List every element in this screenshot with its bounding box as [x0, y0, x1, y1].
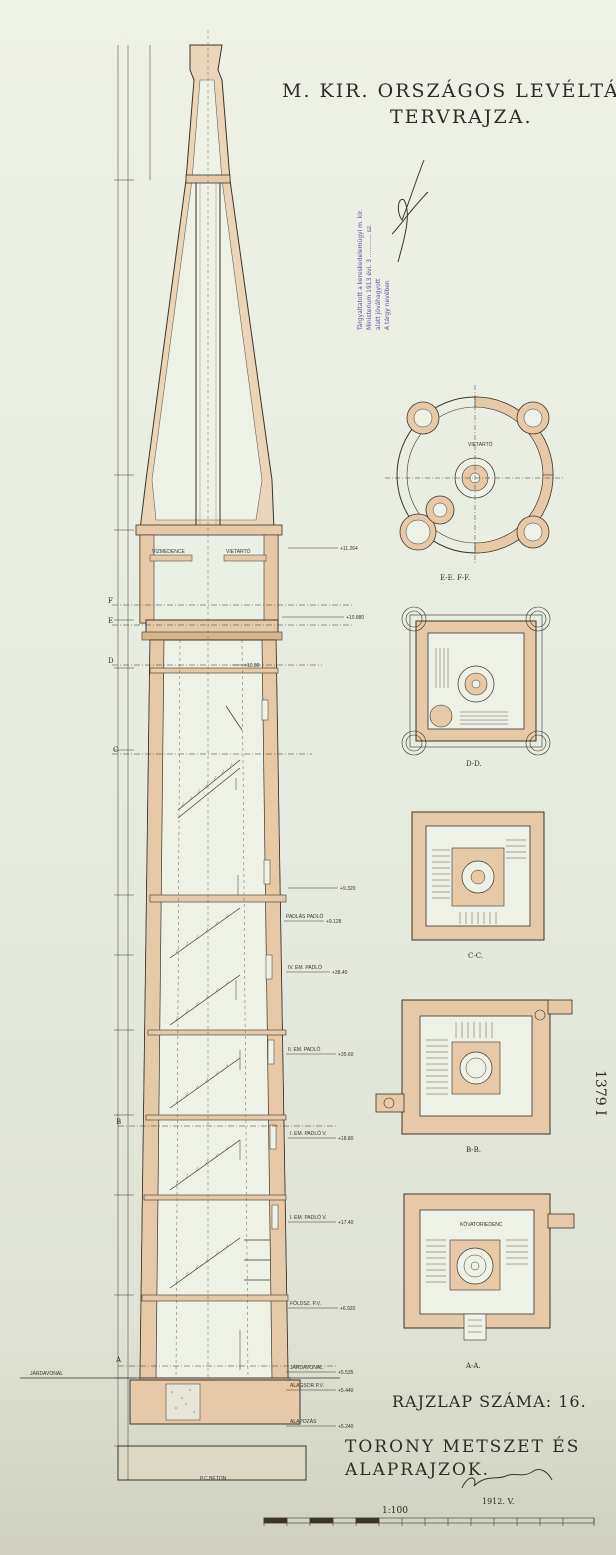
tower-section: VÍZMEDENCE VIETARTÓ	[117, 30, 307, 1482]
level-markers: +11.264 +10.880 +10.80 +9.320 PADLÁS PAD…	[232, 546, 364, 1430]
level-12-name: ALAGSOR P.V.	[290, 1383, 324, 1389]
drawing-title-line2: TERVRAJZA.	[390, 106, 533, 128]
stamp-line3: alatt jóváhagyott	[375, 278, 382, 330]
level-2-value: +10.880	[346, 615, 364, 621]
section-mark-a: A	[115, 1356, 122, 1364]
level-3-value: +10.80	[244, 663, 260, 669]
jardavonal-label: JÁRDAVONAL	[30, 1370, 63, 1377]
vizmedence-label: VÍZMEDENCE	[152, 548, 185, 555]
plan-cc: C-C.	[411, 811, 545, 960]
plan-aa: KÖVATORIEDENC A-A.	[403, 1193, 575, 1370]
plan-ef: VIETARTÓ E-E. F-F.	[385, 385, 565, 582]
section-mark-c: C	[113, 746, 118, 754]
section-mark-b: B	[116, 1118, 121, 1126]
stair-flights	[169, 705, 270, 1289]
level-10-name: FÖLDSZ. P.V.	[290, 1300, 321, 1307]
plan-bb-label: B-B.	[466, 1146, 481, 1154]
level-12-value: +5.440	[338, 1388, 354, 1394]
belfry-storey	[139, 527, 279, 624]
scale-bar	[263, 1517, 595, 1526]
tower-windows	[261, 699, 279, 1230]
beton-label: P.C.BETON	[200, 1476, 227, 1482]
side-stamp: 1379 I	[592, 1070, 608, 1116]
signature-top	[391, 159, 429, 263]
level-6-value: +38.40	[332, 970, 348, 976]
level-11-name: JÁRDAVONAL	[290, 1364, 323, 1371]
vietarto-label: VIETARTÓ	[226, 548, 251, 555]
level-5-name: PADLÁS PADLÓ	[286, 913, 323, 920]
level-5-value: +9.128	[326, 919, 342, 925]
level-9-value: +17.40	[338, 1220, 354, 1226]
date-label: 1912. V.	[482, 1497, 514, 1506]
level-1-value: +11.264	[340, 546, 358, 552]
tower-base	[129, 1379, 301, 1425]
plan-bb: B-B.	[375, 999, 573, 1154]
approval-stamp: Tárgyaltatott a kereskedelemügyi m. kir.…	[357, 209, 391, 331]
plan-dd-label: D-D.	[466, 760, 482, 768]
stamp-line4: A tárgy nevében	[384, 280, 391, 330]
plan-cc-label: C-C.	[468, 952, 483, 960]
stamp-line1: Tárgyaltatott a kereskedelemügyi m. kir.	[357, 209, 364, 331]
sheet-number: RAJZLAP SZÁMA: 16.	[392, 1392, 587, 1411]
level-8-value: +18.80	[338, 1136, 354, 1142]
section-mark-f: F	[108, 597, 113, 605]
vietarto-plan-label: VIETARTÓ	[468, 441, 493, 448]
foundation-footing	[117, 1445, 307, 1481]
level-4-value: +9.320	[340, 886, 356, 892]
kovatoriedenc-label: KÖVATORIEDENC	[460, 1221, 503, 1228]
dimension-lines	[114, 45, 151, 1480]
plan-ef-label: E-E. F-F.	[440, 574, 470, 582]
level-10-value: +6.920	[340, 1306, 356, 1312]
plan-aa-label: A-A.	[465, 1362, 481, 1370]
subtitle-line2: ALAPRAJZOK.	[345, 1460, 491, 1480]
section-mark-d: D	[108, 657, 114, 665]
section-cut-marks: F E D C B A	[108, 597, 122, 1364]
level-11-value: +5.535	[338, 1370, 354, 1376]
drawing-title-line1: M. KIR. ORSZÁGOS LEVÉLTÁR	[282, 80, 616, 102]
level-6-name: IV. EM. PADLÓ	[288, 964, 322, 971]
level-13-name: ALAPOZÁS	[290, 1418, 317, 1425]
plan-dd: D-D.	[401, 606, 551, 768]
level-7-name: II. EM. PADLÓ	[288, 1046, 321, 1053]
level-8-name: I. EM. PADLÓ V.	[290, 1130, 327, 1137]
level-7-value: +35.60	[338, 1052, 354, 1058]
stamp-line2: Ministerium 1913 évi. 3 ............ sz.	[366, 224, 373, 330]
level-9-name: I. EM. PADLÓ V.	[290, 1214, 327, 1221]
signature-bottom	[461, 1469, 553, 1489]
stair-risers	[235, 778, 241, 1370]
section-mark-e: E	[108, 617, 113, 625]
level-13-value: +5.240	[338, 1424, 354, 1430]
scale-label: 1:100	[382, 1506, 408, 1516]
spire-void	[151, 79, 263, 521]
subtitle-line1: TORONY METSZET ÉS	[345, 1437, 581, 1457]
